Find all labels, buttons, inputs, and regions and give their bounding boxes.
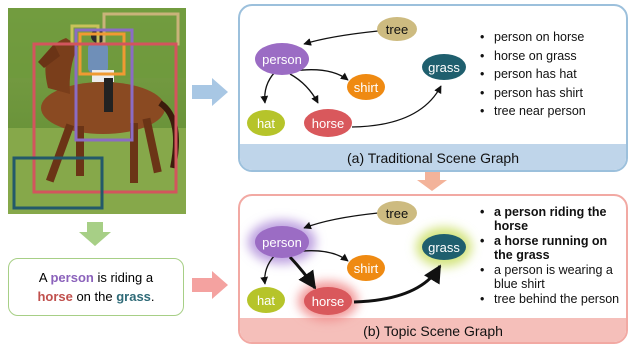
relation-item: horse on grass <box>478 47 623 66</box>
relation-item: tree near person <box>478 102 623 121</box>
caption-word: is riding a <box>93 270 154 285</box>
panel-a-nodes: tree person shirt grass hat horse <box>247 17 466 137</box>
node-grass <box>422 234 466 260</box>
node-horse <box>304 109 352 137</box>
topic-item: a person riding the horse <box>478 205 623 233</box>
panel-a-caption: (a) Traditional Scene Graph <box>347 150 519 166</box>
panel-a-relations: person on horse horse on grass person ha… <box>478 28 623 121</box>
node-grass-label: grass <box>428 240 460 255</box>
image-caption-box: A person is riding a horse on the grass. <box>8 258 184 316</box>
caption-bar <box>240 318 626 342</box>
node-hat-label: hat <box>257 116 275 131</box>
flow-arrow-down-orange <box>417 172 447 191</box>
node-person <box>255 43 309 75</box>
node-grass-label: grass <box>428 60 460 75</box>
node-grass <box>422 54 466 80</box>
topic-item: a horse running on the grass <box>478 234 623 262</box>
node-shirt <box>347 74 385 100</box>
node-horse <box>304 287 352 315</box>
topic-item: tree behind the person <box>478 292 623 306</box>
node-hat <box>247 110 285 136</box>
panel-b-caption: (b) Topic Scene Graph <box>363 323 503 339</box>
panel-b-edges-bold <box>288 255 442 304</box>
flow-arrow-right-top <box>192 78 228 106</box>
flow-arrow-right-bottom <box>192 271 228 299</box>
node-shirt <box>347 255 385 281</box>
node-person <box>255 226 309 258</box>
node-tree-label: tree <box>386 206 408 221</box>
caption-word-grass: grass <box>116 289 151 304</box>
image-caption-text: A person is riding a horse on the grass. <box>21 268 171 306</box>
topic-item: a person is wearing a blue shirt <box>478 263 623 291</box>
node-shirt-label: shirt <box>354 80 379 95</box>
panel-b-nodes: tree person shirt grass hat horse <box>247 201 466 315</box>
node-tree-label: tree <box>386 22 408 37</box>
caption-word: A <box>38 270 51 285</box>
node-horse-label: horse <box>312 294 345 309</box>
node-tree <box>377 17 417 41</box>
node-tree <box>377 201 417 225</box>
node-horse-label: horse <box>312 116 345 131</box>
node-person-label: person <box>262 52 302 67</box>
caption-word: . <box>150 289 155 304</box>
node-hat <box>247 287 285 313</box>
horse-rider-photo <box>8 8 186 214</box>
node-hat-label: hat <box>257 293 275 308</box>
panel-b-topics: a person riding the horse a horse runnin… <box>478 205 623 307</box>
caption-bar <box>240 144 626 170</box>
relation-item: person has hat <box>478 65 623 84</box>
caption-word-horse: horse <box>37 289 73 304</box>
caption-word-person: person <box>50 270 94 285</box>
flow-arrow-down-green <box>79 222 111 246</box>
node-person-label: person <box>262 235 302 250</box>
node-shirt-label: shirt <box>354 261 379 276</box>
relation-item: person has shirt <box>478 84 623 103</box>
relation-item: person on horse <box>478 28 623 47</box>
caption-word: on the <box>72 289 117 304</box>
